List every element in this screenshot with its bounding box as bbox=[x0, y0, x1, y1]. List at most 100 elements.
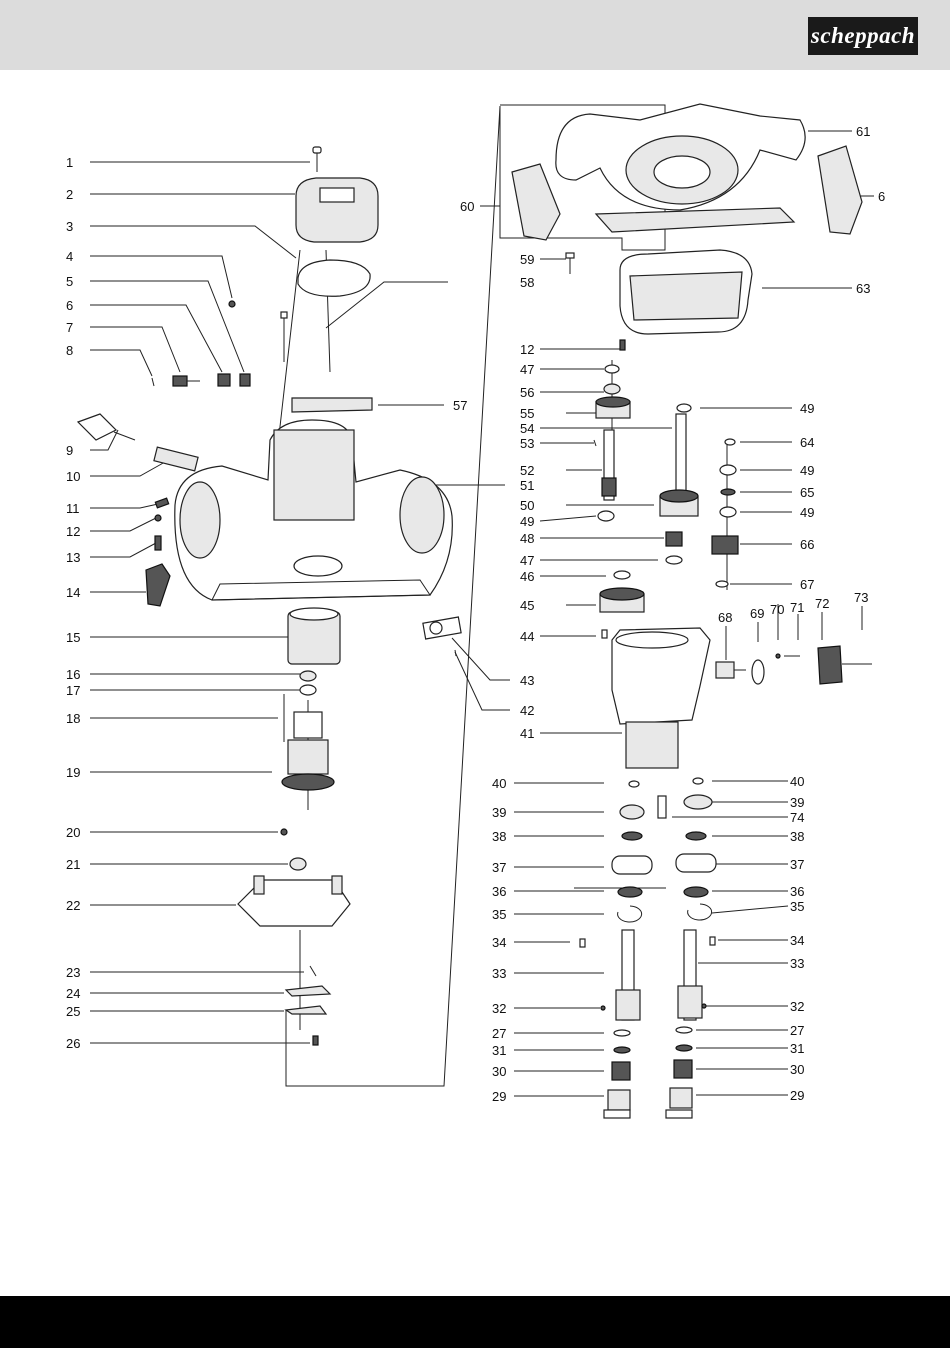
part-ring-3 bbox=[298, 260, 370, 296]
callout-7: 7 bbox=[66, 320, 73, 335]
callout-49a: 49 bbox=[520, 514, 534, 529]
callout-right-38: 38 bbox=[790, 829, 804, 844]
part-knob-72 bbox=[818, 646, 842, 684]
callout-58: 58 bbox=[520, 275, 534, 290]
callout-42: 42 bbox=[520, 703, 534, 718]
callout-12b: 12 bbox=[520, 342, 534, 357]
callout-12: 12 bbox=[66, 524, 80, 539]
callout-56: 56 bbox=[520, 385, 534, 400]
part-screw-1 bbox=[313, 147, 321, 172]
part-7 bbox=[173, 376, 200, 386]
part-49b bbox=[720, 465, 736, 475]
part-screw-26 bbox=[313, 1036, 318, 1045]
callout-left-35: 35 bbox=[492, 907, 506, 922]
callout-left-34: 34 bbox=[492, 935, 506, 950]
callout-59: 59 bbox=[520, 252, 534, 267]
part-plug-9 bbox=[78, 414, 135, 440]
spindle-leader-lines bbox=[514, 781, 788, 1096]
callout-4: 4 bbox=[66, 249, 73, 264]
part-base-61 bbox=[556, 104, 805, 232]
callout-left-38: 38 bbox=[492, 829, 506, 844]
callout-61: 61 bbox=[856, 124, 870, 139]
part-armature-19 bbox=[282, 700, 334, 810]
page-footer bbox=[0, 1296, 950, 1348]
callout-47b: 47 bbox=[520, 553, 534, 568]
callout-right-27: 27 bbox=[790, 1023, 804, 1038]
callout-5: 5 bbox=[66, 274, 73, 289]
callout-left-32: 32 bbox=[492, 1001, 506, 1016]
part-56 bbox=[604, 384, 620, 394]
part-70 bbox=[776, 654, 780, 658]
callout-right-29: 29 bbox=[790, 1088, 804, 1103]
callout-41: 41 bbox=[520, 726, 534, 741]
part-handle-right-62 bbox=[818, 146, 862, 234]
part-5 bbox=[240, 374, 250, 386]
callout-3: 3 bbox=[66, 219, 73, 234]
callout-13: 13 bbox=[66, 550, 80, 565]
callout-43: 43 bbox=[520, 673, 534, 688]
part-47b bbox=[666, 556, 682, 564]
callout-49c: 49 bbox=[800, 463, 814, 478]
callout-44: 44 bbox=[520, 629, 534, 644]
part-6 bbox=[218, 374, 230, 386]
callout-47a: 47 bbox=[520, 362, 534, 377]
part-44 bbox=[602, 630, 607, 638]
left-spindle-stack bbox=[580, 781, 652, 1118]
right-spindle-stack bbox=[658, 778, 716, 1118]
callout-23: 23 bbox=[66, 965, 80, 980]
callout-left-39: 39 bbox=[492, 805, 506, 820]
callout-52: 52 bbox=[520, 463, 534, 478]
part-13 bbox=[155, 536, 161, 550]
part-gearbox-housing-41 bbox=[612, 628, 710, 768]
callout-right-37: 37 bbox=[790, 857, 804, 872]
callout-73: 73 bbox=[854, 590, 868, 605]
callout-54: 54 bbox=[520, 421, 534, 436]
callout-1: 1 bbox=[66, 155, 73, 170]
part-23 bbox=[310, 966, 316, 976]
callout-right-34: 34 bbox=[790, 933, 804, 948]
callout-left-29: 29 bbox=[492, 1089, 506, 1104]
callout-46: 46 bbox=[520, 569, 534, 584]
callout-57: 57 bbox=[453, 398, 467, 413]
callout-45: 45 bbox=[520, 598, 534, 613]
part-64 bbox=[725, 439, 735, 445]
callout-right-33: 33 bbox=[790, 956, 804, 971]
part-57 bbox=[292, 398, 372, 412]
part-gear-55 bbox=[596, 397, 630, 418]
callout-right-36: 36 bbox=[790, 884, 804, 899]
callout-26: 26 bbox=[66, 1036, 80, 1051]
callout-right-40: 40 bbox=[790, 774, 804, 789]
callout-21: 21 bbox=[66, 857, 80, 872]
callout-68: 68 bbox=[718, 610, 732, 625]
callout-16: 16 bbox=[66, 667, 80, 682]
callout-66: 66 bbox=[800, 537, 814, 552]
part-frame-63 bbox=[620, 250, 752, 334]
callout-left-30: 30 bbox=[492, 1064, 506, 1079]
callout-left-33: 33 bbox=[492, 966, 506, 981]
callout-15: 15 bbox=[66, 630, 80, 645]
part-24 bbox=[286, 986, 330, 996]
callout-53: 53 bbox=[520, 436, 534, 451]
callout-19: 19 bbox=[66, 765, 80, 780]
callout-labels: 1 2 3 4 5 6 7 8 9 10 11 12 13 14 15 16 1… bbox=[66, 124, 885, 1104]
part-43 bbox=[423, 617, 461, 639]
callout-64: 64 bbox=[800, 435, 814, 450]
callout-49b: 49 bbox=[800, 401, 814, 416]
callout-left-31: 31 bbox=[492, 1043, 506, 1058]
part-housing-51 bbox=[175, 420, 453, 600]
callout-9: 9 bbox=[66, 443, 73, 458]
callout-right-30: 30 bbox=[790, 1062, 804, 1077]
part-8 bbox=[152, 378, 154, 386]
part-long-screw-58 bbox=[281, 312, 287, 362]
callout-51: 51 bbox=[520, 478, 534, 493]
part-cover-2 bbox=[296, 178, 378, 242]
callout-55: 55 bbox=[520, 406, 534, 421]
part-25 bbox=[286, 1006, 326, 1014]
part-gear-66 bbox=[712, 536, 738, 554]
callout-63: 63 bbox=[856, 281, 870, 296]
callout-65: 65 bbox=[800, 485, 814, 500]
callout-20: 20 bbox=[66, 825, 80, 840]
callout-left-36: 36 bbox=[492, 884, 506, 899]
part-46 bbox=[614, 571, 630, 579]
part-69 bbox=[752, 660, 764, 684]
